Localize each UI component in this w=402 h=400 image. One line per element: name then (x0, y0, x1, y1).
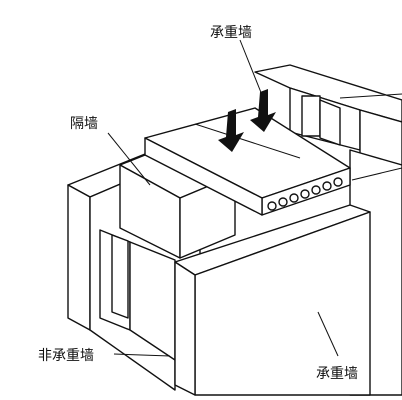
leader-partition-wall (107, 132, 151, 186)
load-arrow-left (218, 109, 244, 152)
leader-bearing-wall-bottom (317, 311, 339, 357)
leader-back-wall-right (339, 93, 402, 99)
left-door-opening (99, 229, 176, 361)
label-bearing-wall-top: 承重墙 (210, 25, 252, 41)
leader-bearing-wall-top (239, 39, 263, 96)
load-arrow-right (250, 89, 276, 132)
front-wall (174, 204, 371, 396)
leader-non-bearing-wall (113, 353, 171, 357)
label-bearing-wall-bottom: 承重墙 (316, 366, 358, 382)
floor-slab (144, 107, 351, 216)
leader-slab-right (351, 167, 402, 181)
slab-hollow-cores (267, 177, 343, 211)
back-wall (254, 64, 402, 151)
label-partition-wall: 隔墙 (70, 116, 98, 132)
label-non-bearing-wall: 非承重墙 (38, 348, 94, 364)
